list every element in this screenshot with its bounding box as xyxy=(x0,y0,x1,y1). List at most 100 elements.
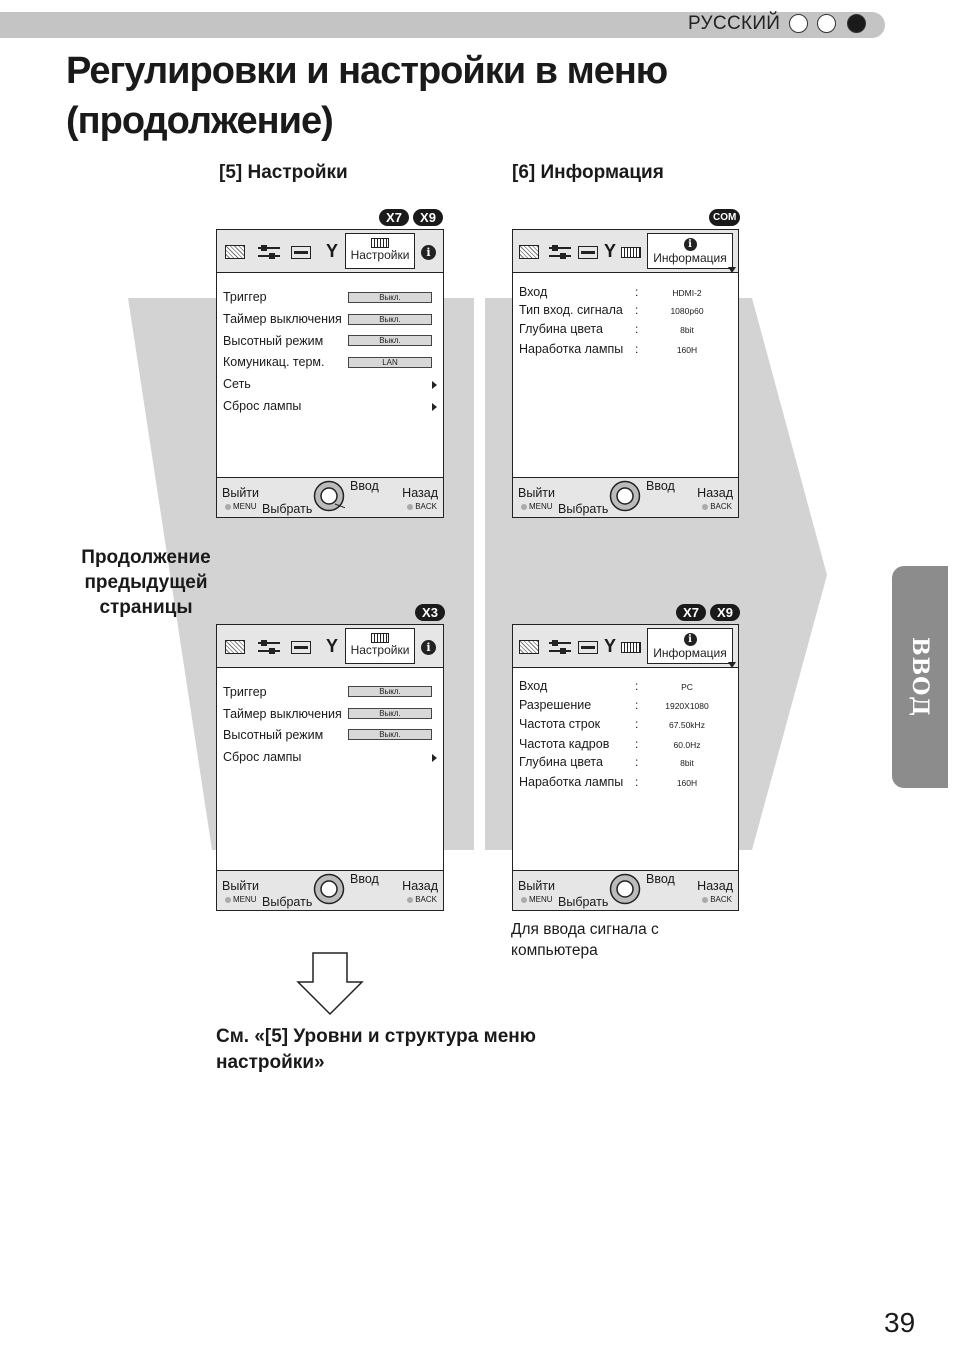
info-icon: i xyxy=(683,633,697,646)
menu-body: Триггер Выкл. Таймер выключения Выкл. Вы… xyxy=(217,273,443,477)
off-timer-value[interactable]: Выкл. xyxy=(348,708,432,719)
screen-icon[interactable] xyxy=(578,641,598,654)
menu-body: Триггер Выкл. Таймер выключения Выкл. Вы… xyxy=(217,668,443,872)
submenu-arrow-icon xyxy=(432,381,437,389)
info-value-input: PC xyxy=(681,682,693,692)
high-altitude-value[interactable]: Выкл. xyxy=(348,729,432,740)
select-label: Выбрать xyxy=(558,895,609,909)
card-icon xyxy=(371,633,389,643)
language-dot-2 xyxy=(817,14,836,33)
settings-menu-screen-x7-x9: Y Настройки i Триггер Выкл. Таймер выклю… xyxy=(216,229,444,518)
menu-item-off-timer[interactable]: Таймер выключения xyxy=(223,312,342,326)
colon: : xyxy=(635,737,639,751)
exit-label: Выйти xyxy=(518,879,556,893)
trigger-value[interactable]: Выкл. xyxy=(348,292,432,303)
menu-icon-bar: Y i Информация xyxy=(513,625,738,668)
info-icon[interactable]: i xyxy=(421,640,436,655)
menu-item-comm-terminal[interactable]: Комуникац. терм. xyxy=(223,355,325,369)
picture-icon[interactable] xyxy=(225,245,245,259)
menu-footer: Выйти MENU Выбрать Ввод Назад BACK xyxy=(513,870,738,910)
submenu-arrow-icon xyxy=(432,754,437,762)
wrench-icon[interactable]: Y xyxy=(604,241,617,261)
menu-footer: Выйти MENU Выбрать Ввод Назад BACK xyxy=(217,870,443,910)
picture-icon[interactable] xyxy=(225,640,245,654)
screen-icon[interactable] xyxy=(291,641,311,654)
high-altitude-value[interactable]: Выкл. xyxy=(348,335,432,346)
badge-com: COM xyxy=(709,209,740,226)
colon: : xyxy=(635,755,639,769)
dpad-icon xyxy=(313,873,345,905)
sliders-icon[interactable] xyxy=(549,244,571,260)
info-label-color-depth: Глубина цвета xyxy=(519,755,603,769)
menu-item-network[interactable]: Сеть xyxy=(223,377,251,391)
info-value-color-depth: 8bit xyxy=(680,758,694,768)
back-button-hint: BACK xyxy=(702,895,732,904)
exit-label: Выйти xyxy=(222,486,260,500)
info-value-signal-type: 1080p60 xyxy=(670,306,704,316)
menu-item-lamp-reset[interactable]: Сброс лампы xyxy=(223,399,302,413)
menu-item-trigger[interactable]: Триггер xyxy=(223,685,267,699)
language-dot-1 xyxy=(789,14,808,33)
card-icon[interactable] xyxy=(621,642,641,653)
select-label: Выбрать xyxy=(558,502,609,516)
tab-settings-label: Настройки xyxy=(350,248,410,262)
screen-icon[interactable] xyxy=(291,246,311,259)
tab-settings[interactable]: Настройки xyxy=(345,628,415,664)
colon: : xyxy=(635,717,639,731)
badge-x9: X9 xyxy=(710,604,740,621)
sliders-icon[interactable] xyxy=(258,244,280,260)
info-label-resolution: Разрешение xyxy=(519,698,592,712)
down-arrow-icon xyxy=(296,952,364,1016)
picture-icon[interactable] xyxy=(519,245,539,259)
comm-terminal-value[interactable]: LAN xyxy=(348,357,432,368)
menu-item-high-altitude[interactable]: Высотный режим xyxy=(223,334,324,348)
colon: : xyxy=(635,342,639,356)
exit-label: Выйти xyxy=(518,486,556,500)
info-icon[interactable]: i xyxy=(421,245,436,260)
tab-information[interactable]: i Информация xyxy=(647,628,736,668)
menu-footer: Выйти MENU Выбрать Ввод Назад BACK xyxy=(217,477,443,517)
picture-icon[interactable] xyxy=(519,640,539,654)
chapter-side-tab-label: ВВОД xyxy=(907,637,933,717)
info-icon: i xyxy=(683,238,697,251)
back-button-hint: BACK xyxy=(407,502,437,511)
sliders-icon[interactable] xyxy=(258,639,280,655)
select-label: Выбрать xyxy=(262,502,313,516)
dpad-icon xyxy=(313,480,345,512)
pc-input-note: Для ввода сигнала с компьютера xyxy=(511,921,659,959)
menu-button-hint: MENU xyxy=(225,502,257,511)
menu-item-off-timer[interactable]: Таймер выключения xyxy=(223,707,342,721)
back-label: Назад xyxy=(402,486,438,500)
tab-settings[interactable]: Настройки xyxy=(345,233,415,269)
info-menu-screen-com: Y i Информация Вход : HDMI-2 Тип вход. с… xyxy=(512,229,739,518)
info-label-v-freq: Частота кадров xyxy=(519,737,610,751)
colon: : xyxy=(635,285,639,299)
trigger-value[interactable]: Выкл. xyxy=(348,686,432,697)
wrench-icon[interactable]: Y xyxy=(326,241,339,261)
tab-settings-label: Настройки xyxy=(350,643,410,657)
info-label-signal-type: Тип вход. сигнала xyxy=(519,303,623,317)
screen-icon[interactable] xyxy=(578,246,598,259)
back-label: Назад xyxy=(697,486,733,500)
menu-item-lamp-reset[interactable]: Сброс лампы xyxy=(223,750,302,764)
menu-item-trigger[interactable]: Триггер xyxy=(223,290,267,304)
info-label-lamp-hours: Наработка лампы xyxy=(519,342,624,356)
badge-x3: X3 xyxy=(415,604,445,621)
wrench-icon[interactable]: Y xyxy=(604,636,617,656)
enter-label: Ввод xyxy=(350,479,379,493)
badge-x7: X7 xyxy=(676,604,706,621)
card-icon[interactable] xyxy=(621,247,641,258)
wrench-icon[interactable]: Y xyxy=(326,636,339,656)
tab-information[interactable]: i Информация xyxy=(647,233,736,273)
menu-icon-bar: Y i Информация xyxy=(513,230,738,273)
menu-item-high-altitude[interactable]: Высотный режим xyxy=(223,728,324,742)
menu-footer: Выйти MENU Выбрать Ввод Назад BACK xyxy=(513,477,738,517)
tab-information-label: Информация xyxy=(653,251,727,265)
tab-indicator-icon xyxy=(728,662,736,668)
info-label-color-depth: Глубина цвета xyxy=(519,322,603,336)
off-timer-value[interactable]: Выкл. xyxy=(348,314,432,325)
info-value-h-freq: 67.50kHz xyxy=(669,720,705,730)
sliders-icon[interactable] xyxy=(549,639,571,655)
menu-icon-bar: Y Настройки i xyxy=(217,230,443,273)
